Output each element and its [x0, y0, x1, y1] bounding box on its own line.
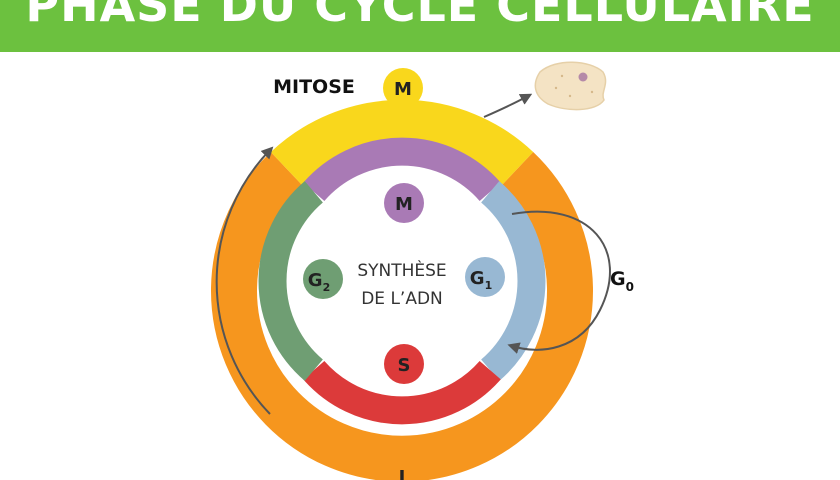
m-phase-segment — [303, 137, 501, 202]
g2-phase-segment — [258, 181, 324, 381]
interphase-badge: I — [382, 461, 422, 480]
g2-phase-badge: G2 — [303, 259, 343, 299]
svg-text:G1: G1 — [470, 268, 492, 292]
interphase-badge-text: I — [399, 467, 406, 480]
mitose-badge: M — [383, 68, 423, 108]
mitose-badge-text: M — [394, 79, 412, 100]
page-title: PHASE DU CYCLE CELLULAIRE — [25, 0, 815, 32]
g2-badge-text: G — [308, 270, 323, 291]
interphase-segment — [211, 152, 593, 480]
s-phase-badge-text: S — [398, 355, 411, 376]
center-text-line1: SYNTHÈSE — [357, 259, 446, 281]
g0-label: G — [610, 268, 626, 290]
cell-icon — [534, 61, 607, 111]
s-phase-segment — [303, 360, 501, 425]
s-phase-badge: S — [384, 344, 424, 384]
g1-badge-text: G — [470, 268, 485, 289]
mitose-segment — [270, 99, 534, 186]
g2-badge-sub: 2 — [323, 281, 331, 294]
curved-arrow-icon — [507, 210, 611, 354]
g1-phase-badge: G1 — [465, 257, 505, 297]
curved-arrow-icon — [483, 93, 533, 118]
svg-text:G2: G2 — [308, 270, 330, 294]
g1-badge-sub: 1 — [485, 279, 493, 292]
mitose-label: MITOSE — [273, 76, 355, 98]
title-banner: PHASE DU CYCLE CELLULAIRE — [0, 0, 840, 52]
curved-arrow-icon — [215, 146, 274, 415]
center-text-line2: DE L’ADN — [361, 289, 443, 309]
outer-ring — [211, 99, 593, 480]
m-phase-badge-text: M — [395, 194, 413, 215]
g0-sub: 0 — [626, 280, 634, 294]
m-phase-badge: M — [384, 183, 424, 223]
svg-text:G0: G0 — [610, 268, 634, 294]
